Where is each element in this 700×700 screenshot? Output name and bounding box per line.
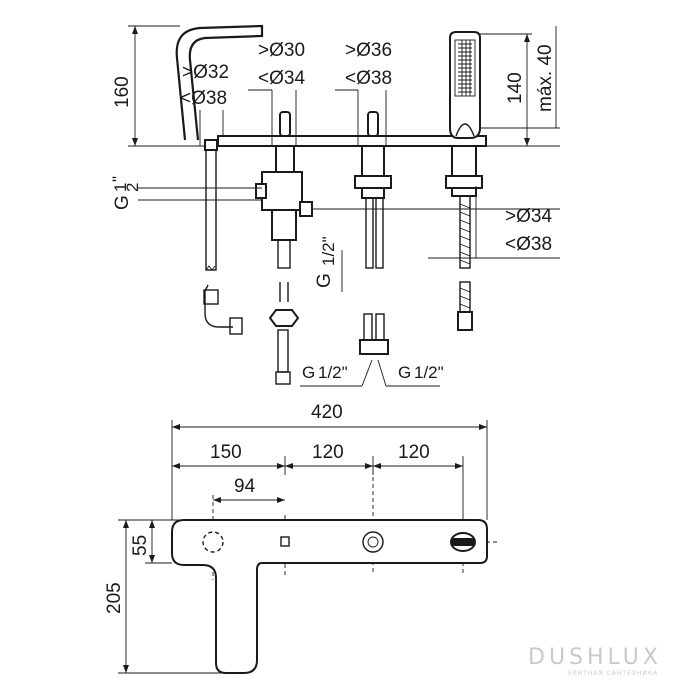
hand-shower-head [449, 31, 481, 139]
height-160-dimension: 160 [112, 26, 138, 146]
thread-bottom-right-label: G 1/2" [377, 359, 444, 387]
side-view: 160 140 máx. 40 >Ø32 <Ø38 [109, 24, 560, 387]
thread-mid-label: G 1/2" [314, 236, 343, 292]
deck-plate [217, 135, 487, 147]
total-width-label: 420 [311, 402, 343, 423]
depth-55-label: 55 [130, 535, 151, 556]
spacing-dimensions: 150 120 120 [172, 442, 464, 520]
valve-1 [255, 111, 313, 385]
valve-1-body [261, 171, 303, 211]
top-view: 420 150 120 120 94 [104, 402, 500, 674]
thread-left-label: G 1 2 " [109, 176, 262, 210]
offset-94-label: 94 [234, 476, 256, 497]
depth-205-label: 205 [104, 582, 125, 614]
svg-text:G: G [302, 363, 315, 382]
valve-2-bottom-fitting [359, 339, 389, 355]
valve-2-nut [354, 175, 392, 189]
valve-2-handle [367, 111, 379, 137]
total-width-dimension: 420 [171, 402, 488, 520]
deck-top-outline [171, 519, 488, 674]
valve-2-dia-min-label: >Ø36 [345, 40, 392, 61]
thread-bottom-left-label: G 1/2" [300, 359, 373, 387]
height-160-label: 160 [112, 76, 133, 108]
svg-text:1: 1 [111, 183, 130, 192]
svg-text:G: G [112, 195, 133, 210]
height-140-label: 140 [505, 72, 526, 104]
offset-94-dimension: 94 [213, 476, 285, 503]
svg-text:G: G [398, 363, 411, 382]
valve-2-knob [362, 531, 384, 553]
max-40-label: máx. 40 [535, 44, 556, 112]
spout-dia-max-label: <Ø38 [180, 88, 227, 109]
valve-1-dia-max-label: <Ø34 [258, 68, 305, 89]
valve-2-shank [361, 145, 385, 177]
spout-base [204, 139, 218, 151]
spacing-120-a-label: 120 [312, 442, 344, 463]
spout-position-circle [202, 531, 224, 553]
valve-1-lower-body [271, 209, 297, 241]
spout-dia-min-label: >Ø32 [182, 62, 229, 83]
valve-2-dia-max-label: <Ø38 [345, 68, 392, 89]
valve-2 [354, 111, 392, 355]
pull-out-spout [175, 24, 264, 335]
valve-1-shank [275, 145, 295, 173]
shower-holder-nut [445, 175, 483, 189]
spout-hose [205, 149, 217, 271]
valve-1-connector [268, 309, 300, 327]
svg-text:": " [109, 176, 128, 182]
shower-dia-max-label: <Ø38 [505, 234, 552, 255]
shower-dia-min-label: >Ø34 [505, 206, 552, 227]
shower-holder [451, 145, 477, 177]
valve-1-marker [280, 536, 290, 547]
spacing-120-b-label: 120 [398, 442, 430, 463]
valve-1-inlet-left [255, 183, 267, 199]
hand-shower-nozzles [454, 39, 476, 97]
watermark-tagline: ЭЛИТНАЯ САНТЕХНИКА [567, 670, 658, 677]
shower-hose [459, 195, 471, 269]
valve-1-dia-min-label: >Ø30 [258, 40, 305, 61]
dushlux-watermark: DUSHLUX ЭЛИТНАЯ САНТЕХНИКА [528, 645, 662, 677]
valve-1-inlet-right [299, 201, 313, 217]
svg-text:1/2": 1/2" [414, 363, 444, 382]
depth-55-dimension: 55 [130, 520, 172, 564]
shower-hose-end [457, 311, 473, 331]
max-40-dimension: máx. 40 [535, 26, 557, 128]
svg-text:1/2": 1/2" [318, 363, 348, 382]
spacing-150-label: 150 [210, 442, 242, 463]
svg-text:2: 2 [123, 183, 142, 192]
watermark-brand: DUSHLUX [528, 645, 662, 670]
svg-text:1/2": 1/2" [319, 236, 338, 266]
depth-205-dimension: 205 [104, 519, 226, 674]
hand-shower [445, 31, 483, 331]
height-140-dimension: 140 [505, 34, 530, 146]
spout-nut [229, 317, 243, 335]
valve-1-handle [279, 111, 291, 137]
spout-hose-connector [204, 284, 233, 328]
svg-text:G: G [314, 273, 335, 288]
